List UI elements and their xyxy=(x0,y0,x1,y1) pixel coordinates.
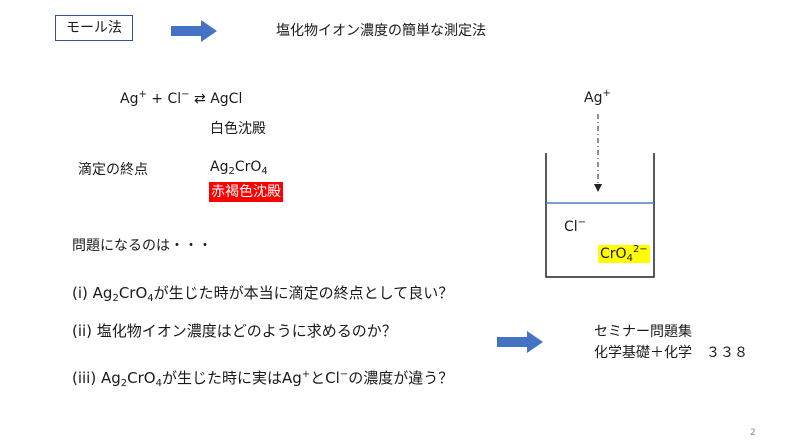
right-arrow-icon-2 xyxy=(497,331,543,353)
question-1: (i) Ag2CrO4が生じた時が本当に滴定の終点として良い？ xyxy=(72,283,454,304)
reaction-cl: Cl xyxy=(167,91,182,107)
diagram-ag-charge: + xyxy=(602,88,611,99)
reaction-ag-charge: + xyxy=(138,89,147,100)
q3-mid: CrO xyxy=(127,369,156,387)
reaction-plus: + xyxy=(146,91,168,107)
q3-prefix: (iii) Ag xyxy=(72,369,121,387)
questions-intro: 問題になるのは・・・ xyxy=(72,238,212,254)
diagram-ag-label: Ag+ xyxy=(584,89,611,107)
q3-sup2: − xyxy=(339,369,349,380)
equilibrium-arrow: ⇄ xyxy=(189,91,211,107)
red-highlight: 赤褐色沈殿 xyxy=(209,182,283,202)
slide-title: モール法 xyxy=(55,15,133,41)
seminar-subtitle: 化学基礎＋化学 ３３８ xyxy=(594,345,748,361)
right-arrow-icon xyxy=(171,20,217,42)
q1-prefix: (i) Ag xyxy=(72,284,113,302)
q3-suffix: の濃度が違う？ xyxy=(348,369,454,387)
endpoint-formula: Ag2CrO4 xyxy=(210,158,268,177)
diagram-cro-sub: 4 xyxy=(626,253,633,264)
diagram-ag: Ag xyxy=(584,90,603,106)
q3-sub2: 4 xyxy=(155,378,162,389)
endpoint-ag: Ag xyxy=(210,159,229,175)
beaker-diagram xyxy=(545,153,655,278)
endpoint-ag-sub: 2 xyxy=(228,166,235,177)
diagram-cro-charge: 2− xyxy=(632,244,648,255)
endpoint-label: 滴定の終点 xyxy=(78,162,148,178)
question-3: (iii) Ag2CrO4が生じた時に実はAg+とCl−の濃度が違う？ xyxy=(72,368,454,389)
q3-mid3: とCl xyxy=(310,369,340,387)
q1-sub2: 4 xyxy=(147,293,154,304)
red-brown-precipitate-label: 赤褐色沈殿 xyxy=(209,182,283,202)
yellow-highlight: CrO42− xyxy=(598,244,650,264)
q3-sup1: + xyxy=(301,369,311,380)
reaction-ag: Ag xyxy=(120,91,139,107)
diagram-cl-label: Cl− xyxy=(564,218,586,236)
seminar-title: セミナー問題集 xyxy=(594,324,692,340)
page-number: 2 xyxy=(750,428,756,438)
reaction-cl-charge: − xyxy=(181,89,190,100)
diagram-cl: Cl xyxy=(564,219,578,235)
q3-mid2: が生じた時に実はAg xyxy=(161,369,302,387)
endpoint-cro: CrO xyxy=(234,159,262,175)
endpoint-cro-sub: 4 xyxy=(261,166,268,177)
diagram-cro: CrO xyxy=(600,246,627,262)
reaction-product: AgCl xyxy=(210,91,243,107)
q1-suffix: が生じた時が本当に滴定の終点として良い？ xyxy=(153,284,454,302)
reaction-equation: Ag+ + Cl− ⇄ AgCl xyxy=(120,90,242,108)
white-precipitate-label: 白色沈殿 xyxy=(210,121,266,137)
q1-sub1: 2 xyxy=(112,293,119,304)
dropping-arrow-icon xyxy=(594,114,602,192)
slide-subtitle: 塩化物イオン濃度の簡単な測定法 xyxy=(276,23,486,39)
q3-sub1: 2 xyxy=(120,378,128,389)
q1-mid: CrO xyxy=(118,284,148,302)
diagram-cl-charge: − xyxy=(577,217,587,228)
diagram-chromate-label: CrO42− xyxy=(598,244,650,264)
question-2: (ii) 塩化物イオン濃度はどのように求めるのか？ xyxy=(72,322,397,340)
